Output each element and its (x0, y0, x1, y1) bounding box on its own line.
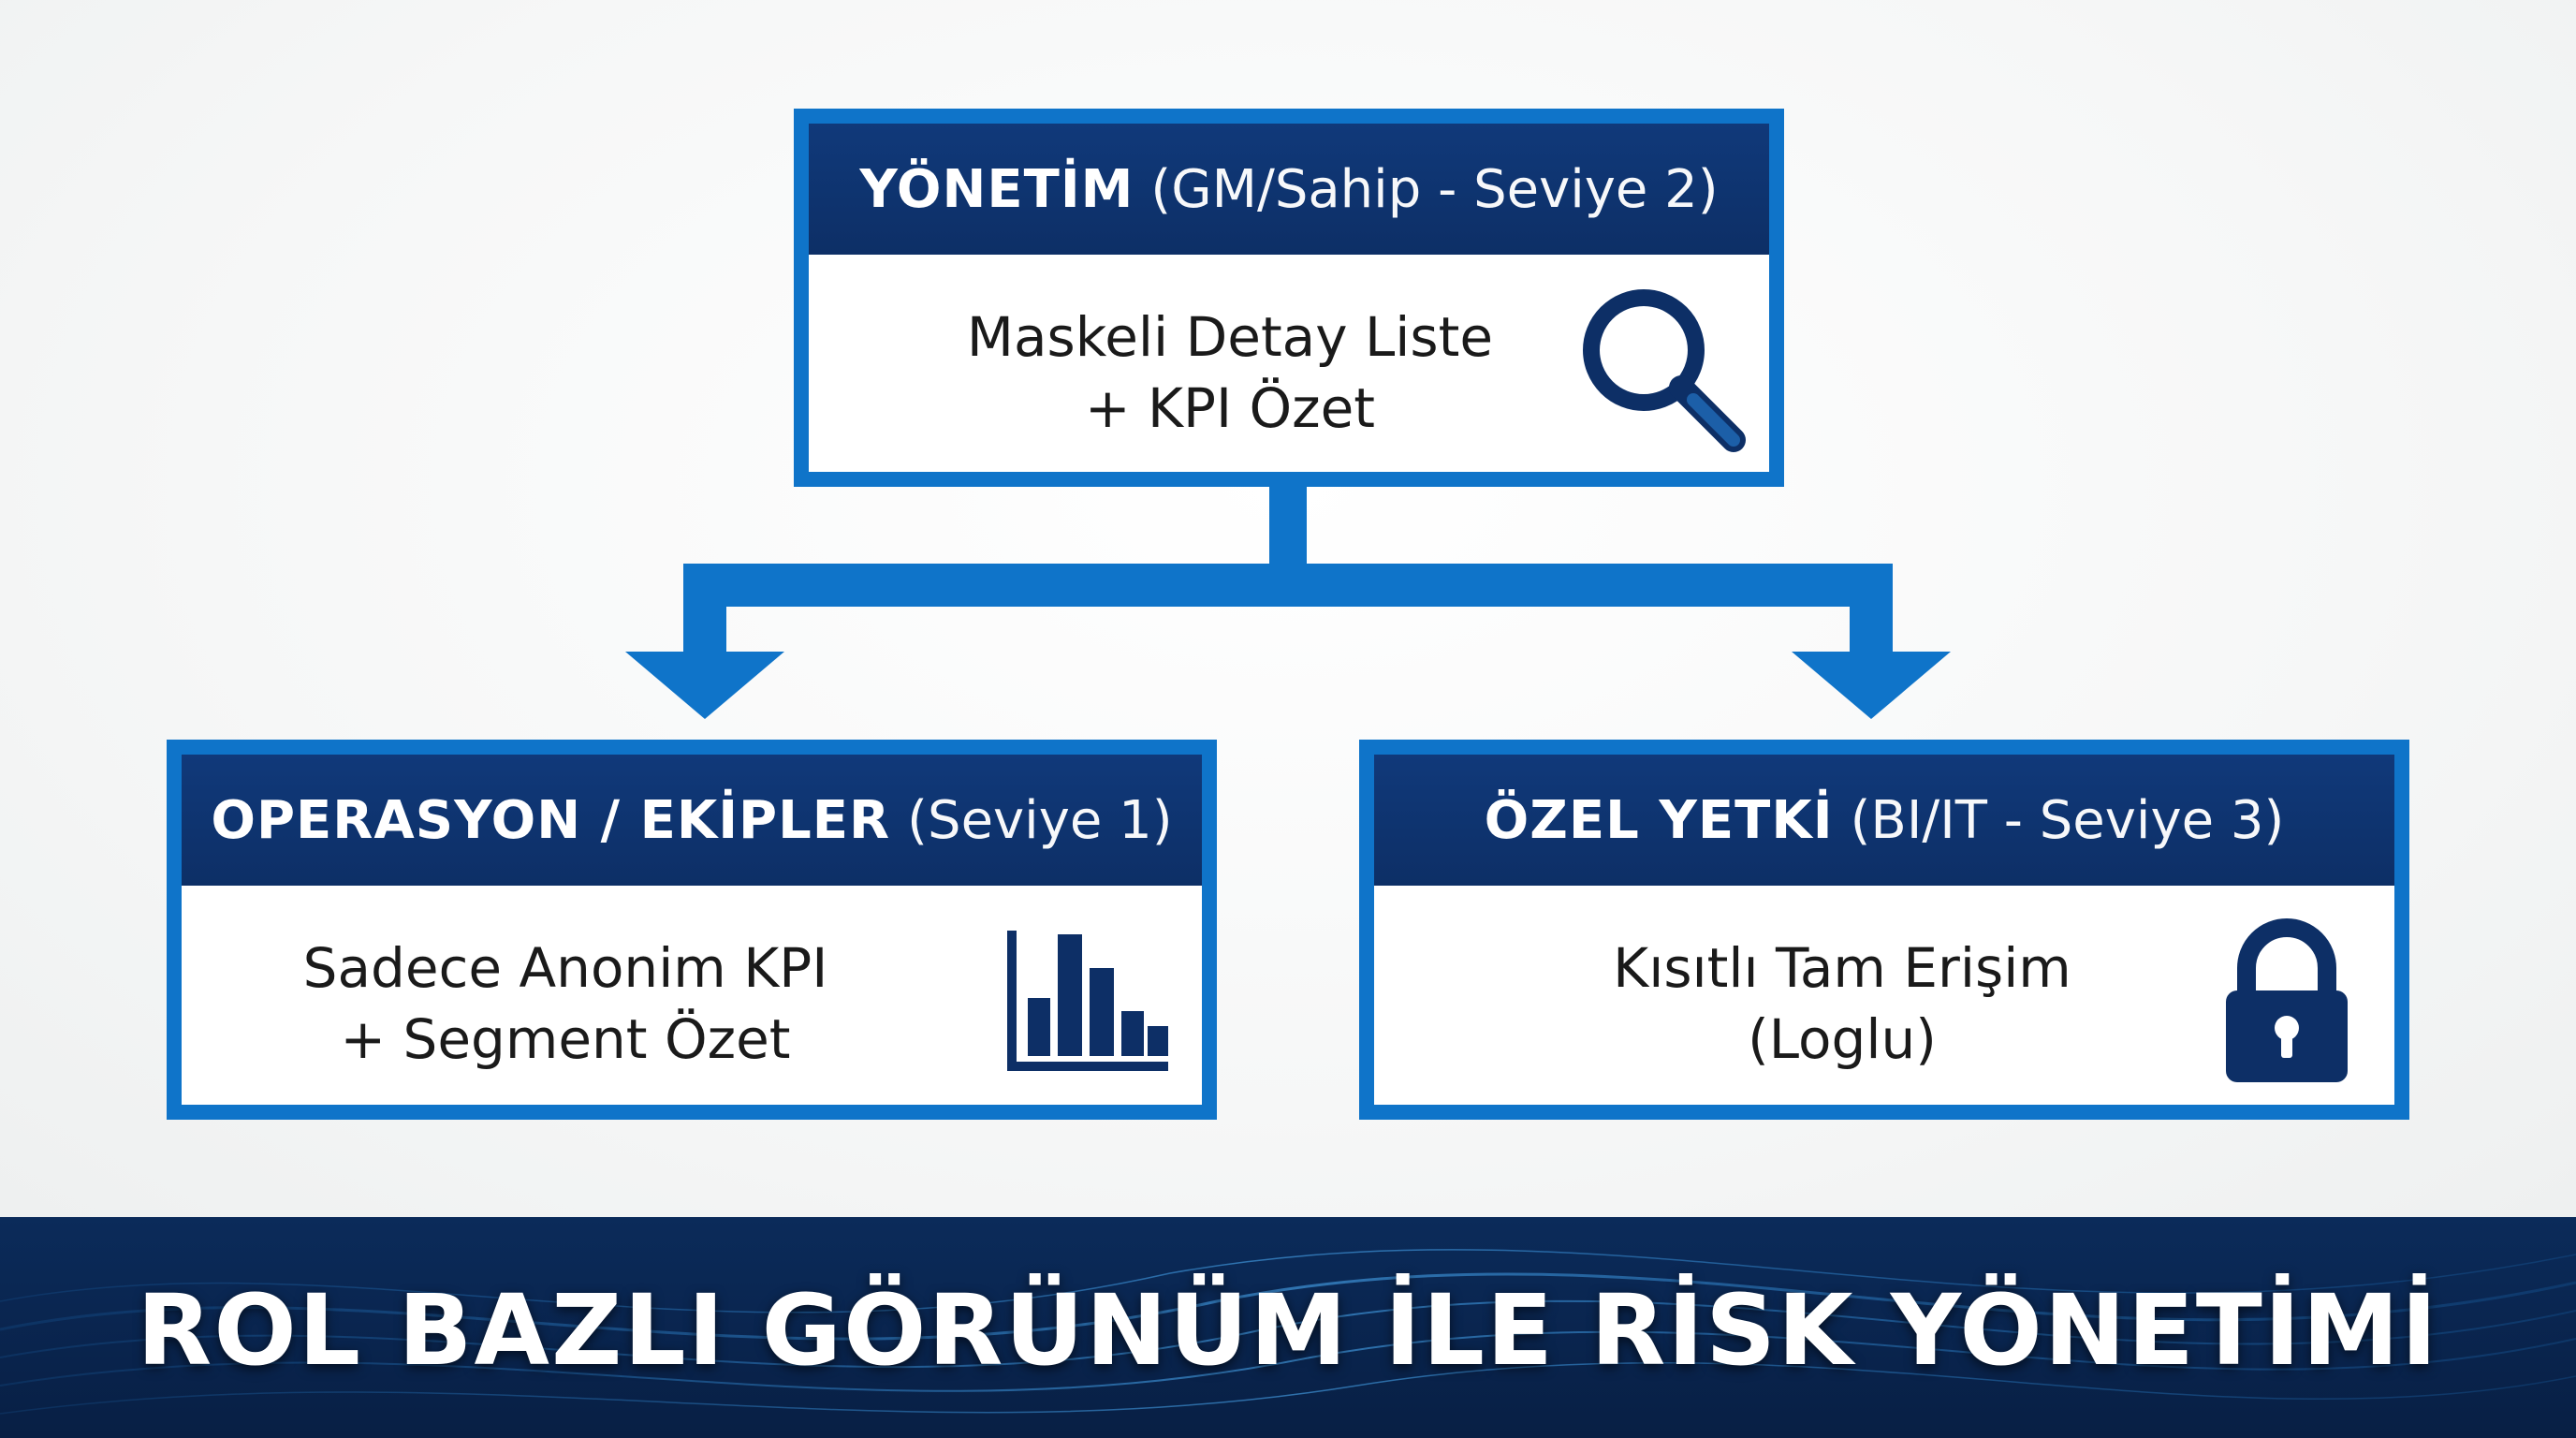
node-management-header: YÖNETİM (GM/Sahip - Seviye 2) (809, 124, 1769, 255)
node-special-permission-subtitle: (BI/IT - Seviye 3) (1850, 789, 2285, 851)
arrowhead-right (1792, 652, 1951, 719)
node-special-permission-line1: Kısıtlı Tam Erişim (1613, 936, 2071, 1000)
node-special-permission-body: Kısıtlı Tam Erişim (Loglu) (1374, 886, 2394, 1105)
node-management: YÖNETİM (GM/Sahip - Seviye 2) Maskeli De… (794, 109, 1784, 487)
node-special-permission-text: Kısıtlı Tam Erişim (Loglu) (1561, 932, 2123, 1075)
node-operations-header: OPERASYON / EKİPLER (Seviye 1) (182, 755, 1202, 886)
node-management-line1: Maskeli Detay Liste (966, 305, 1494, 369)
node-management-body: Maskeli Detay Liste + KPI Özet (809, 255, 1769, 472)
connector-right-drop (1850, 564, 1893, 657)
node-operations: OPERASYON / EKİPLER (Seviye 1) Sadece An… (167, 740, 1217, 1120)
node-operations-subtitle: (Seviye 1) (907, 789, 1173, 851)
node-management-line2: + KPI Özet (1084, 376, 1376, 440)
node-operations-text: Sadece Anonim KPI + Segment Özet (285, 932, 846, 1075)
node-operations-body: Sadece Anonim KPI + Segment Özet (182, 886, 1202, 1105)
footer-title: ROL BAZLI GÖRÜNÜM İLE RİSK YÖNETİMİ (137, 1273, 2439, 1387)
node-special-permission: ÖZEL YETKİ (BI/IT - Seviye 3) Kısıtlı Ta… (1359, 740, 2409, 1120)
node-special-permission-line2: (Loglu) (1748, 1007, 1937, 1071)
node-special-permission-title: ÖZEL YETKİ (1484, 789, 1834, 851)
node-operations-line2: + Segment Özet (340, 1007, 791, 1071)
wave-background (0, 1249, 2576, 1415)
node-management-subtitle: (GM/Sahip - Seviye 2) (1150, 158, 1719, 220)
arrowhead-left (625, 652, 784, 719)
connector-branch (683, 564, 1893, 607)
hierarchy-connector (625, 485, 1951, 719)
bar-chart-icon (1007, 931, 1168, 1071)
lock-icon (2226, 918, 2348, 1082)
footer-banner: ROL BAZLI GÖRÜNÜM İLE RİSK YÖNETİMİ (0, 1217, 2576, 1438)
connector-stem (1269, 485, 1307, 569)
node-special-permission-header: ÖZEL YETKİ (BI/IT - Seviye 3) (1374, 755, 2394, 886)
search-icon (1583, 289, 1746, 452)
node-management-text: Maskeli Detay Liste + KPI Özet (949, 301, 1511, 444)
connector-left-drop (683, 564, 726, 657)
node-operations-title: OPERASYON / EKİPLER (211, 789, 891, 851)
diagram-canvas: YÖNETİM (GM/Sahip - Seviye 2) Maskeli De… (0, 0, 2576, 1217)
node-management-title: YÖNETİM (859, 158, 1134, 220)
node-operations-line1: Sadece Anonim KPI (302, 936, 828, 1000)
